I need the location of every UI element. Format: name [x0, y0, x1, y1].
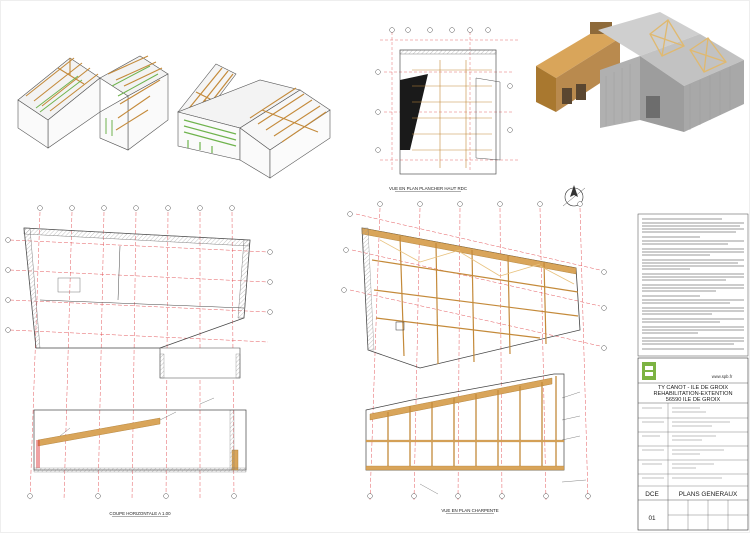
floor-plan-annotations: [59, 397, 215, 437]
sheet-number: 01: [648, 515, 656, 522]
project-title-line1: TY CANOT - ILE DE GROIX: [658, 385, 729, 391]
project-title-line2: REHABILITATION-EXTENTION: [653, 391, 732, 397]
notes-text-lines: [642, 218, 744, 350]
sheet-title: PLANS GENERAUX: [679, 491, 738, 498]
axonometric-view-2: [177, 63, 331, 179]
axonometric-view-1: [17, 55, 169, 151]
general-notes-block: [637, 213, 749, 357]
website-text: www.spb.fr: [712, 374, 733, 379]
title-block: [637, 357, 749, 531]
3d-render-view: [536, 12, 744, 132]
north-arrow-icon: [562, 185, 586, 207]
project-title-line3: 56590 ILE DE GROIX: [666, 397, 721, 403]
phase-label: DCE: [645, 491, 659, 498]
frame-plan-drawing: [341, 201, 607, 501]
roof-plan-caption: VUE EN PLAN PLANCHER HAUT RDC: [389, 186, 467, 191]
floor-plan-caption: COUPE HORIZONTALE A 1.00: [109, 511, 171, 516]
floor-plan-drawing: [5, 205, 273, 501]
roof-plan-drawing: [375, 27, 520, 175]
frame-plan-caption: VUE EN PLAN CHARPENTE: [441, 508, 498, 513]
company-logo-icon: [642, 362, 656, 380]
